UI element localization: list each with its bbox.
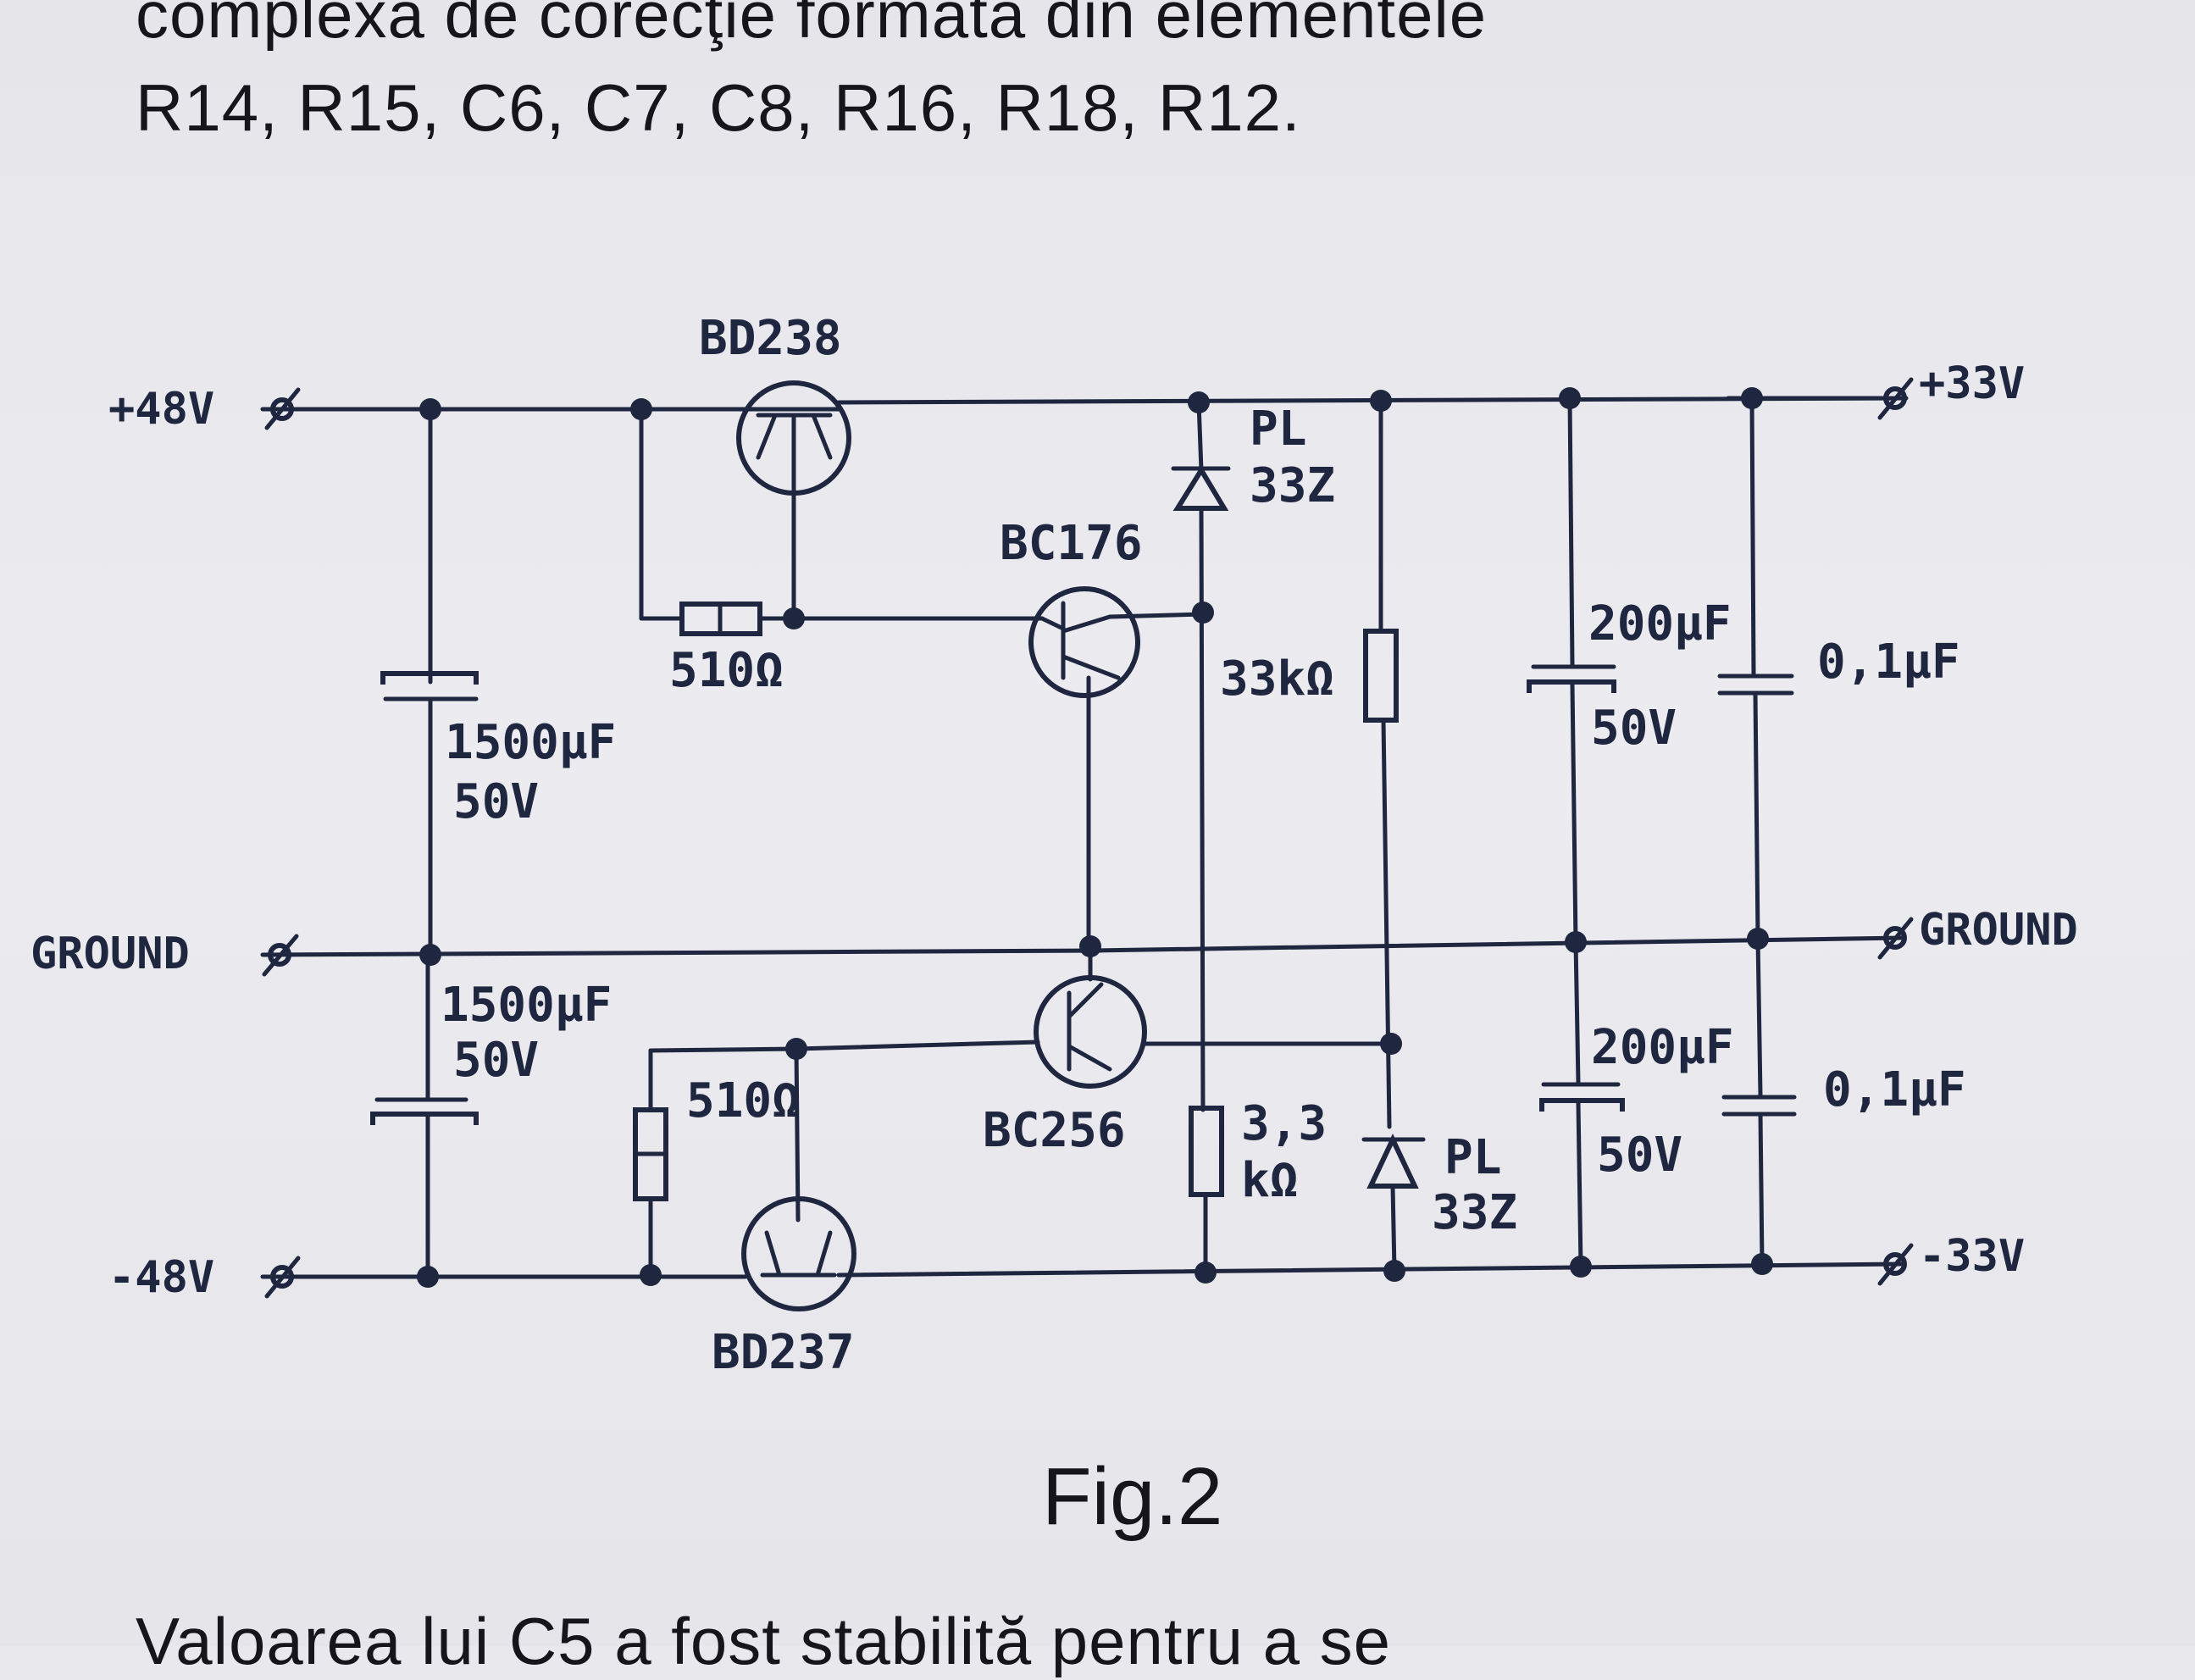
label-zener-top-type: PL: [1250, 402, 1306, 457]
label-out-gnd: GROUND: [1919, 905, 2078, 956]
transistor-bd237: [741, 1196, 856, 1311]
rail-negative: [260, 1261, 1904, 1279]
terminal-out-gnd: [1877, 917, 1914, 960]
output-cap-top-capacitance: 200µF: [1588, 596, 1732, 651]
label-in-gnd: GROUND: [30, 929, 190, 979]
terminal-in-neg: [264, 1256, 301, 1299]
label-zener-top-value: 33Z: [1250, 458, 1335, 513]
film-capacitor-bottom: [1721, 936, 1797, 1267]
intro-text-line-1: complexă de corecţie formată din element…: [136, 0, 1488, 52]
label-in-pos: +48V: [108, 384, 214, 435]
output-capacitor-bottom: [1539, 940, 1625, 1269]
output-cap-bottom-voltage: 50V: [1597, 1128, 1682, 1183]
label-zener-bottom-type: PL: [1444, 1130, 1501, 1185]
input-capacitor-bottom: [370, 952, 479, 1279]
bd237-base-network: [633, 1046, 801, 1278]
label-resistor-3k3-unit: kΩ: [1241, 1153, 1298, 1208]
resistor-33k: [1363, 398, 1399, 1129]
input-capacitor-top: [380, 407, 479, 957]
intro-text-line-2: R14, R15, C6, C7, C8, R16, R18, R12.: [136, 70, 1301, 145]
label-film-cap-top: 0,1µF: [1817, 635, 1960, 690]
resistor-3k3: [1189, 1106, 1224, 1278]
label-bd238: BD238: [699, 311, 842, 366]
zener-top: [1171, 400, 1231, 1112]
label-out-neg: -33V: [1919, 1231, 2025, 1282]
terminal-out-neg: [1877, 1243, 1914, 1286]
circuit-schematic: +48V GROUND -48V +33V GROUND -33V 1500µF…: [30, 311, 2078, 1380]
junction-dots: [417, 387, 1773, 1288]
zener-bottom: [1361, 1133, 1426, 1273]
label-resistor-510-top: 510Ω: [669, 643, 784, 698]
outro-text-line: Valoarea lui C5 a fost stabilită pentru …: [136, 1604, 1392, 1678]
label-film-cap-bottom: 0,1µF: [1823, 1062, 1966, 1117]
rail-positive: [260, 396, 1909, 412]
input-cap-bottom-capacitance: 1500µF: [441, 978, 612, 1033]
label-resistor-33k: 33kΩ: [1220, 651, 1334, 707]
figure-caption: Fig.2: [1042, 1451, 1223, 1542]
output-cap-bottom-capacitance: 200µF: [1591, 1020, 1734, 1075]
label-bc256: BC256: [983, 1103, 1126, 1158]
terminal-in-pos: [264, 387, 301, 430]
transistor-bc176: [1028, 586, 1206, 947]
terminal-in-gnd: [262, 934, 299, 977]
label-bc176: BC176: [1000, 516, 1143, 571]
bd238-base-network: [639, 407, 1045, 636]
input-cap-top-voltage: 50V: [453, 774, 539, 829]
input-cap-bottom-voltage: 50V: [453, 1033, 539, 1088]
output-cap-top-voltage: 50V: [1591, 701, 1677, 756]
terminal-out-pos: [1877, 377, 1914, 420]
transistor-bd238: [736, 380, 851, 553]
label-resistor-3k3-value: 3,3: [1241, 1096, 1327, 1151]
transistor-bc256: [794, 946, 1394, 1089]
label-zener-bottom-value: 33Z: [1432, 1185, 1517, 1240]
label-out-pos: +33V: [1919, 358, 2025, 409]
label-bd237: BD237: [712, 1325, 855, 1380]
input-cap-top-capacitance: 1500µF: [445, 715, 616, 770]
film-capacitor-top: [1717, 396, 1794, 941]
output-capacitor-top: [1527, 396, 1616, 945]
label-in-neg: -48V: [108, 1252, 214, 1303]
label-resistor-510-bottom: 510Ω: [686, 1073, 801, 1128]
